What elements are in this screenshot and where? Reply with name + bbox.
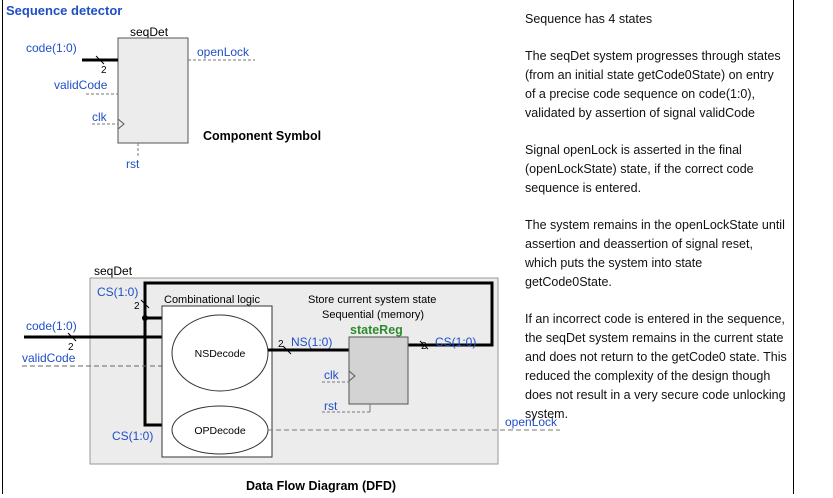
symbol-block-name: seqDet [130, 25, 169, 39]
bus-slash [419, 340, 429, 350]
page-title: Sequence detector [6, 3, 123, 18]
dfd-block [89, 277, 499, 465]
symbol-code-width: 2 [101, 65, 107, 76]
state-reg-label: stateReg [350, 323, 403, 337]
symbol-caption: Component Symbol [203, 129, 321, 143]
state-register [348, 336, 409, 405]
dfd-code-label: code(1:0) [26, 319, 77, 333]
reg-clock-triangle [348, 370, 356, 382]
seq-label-line2: Sequential (memory) [322, 309, 424, 321]
ns-label: NS(1:0) [291, 335, 332, 349]
page-frame [2, 0, 794, 494]
dfd-openlock-label: openLock [505, 415, 558, 429]
dfd-block-name: seqDet [94, 264, 133, 278]
opdecode-label: OPDecode [194, 425, 246, 437]
reg-clk-label: clk [324, 368, 340, 382]
bus-slash [67, 332, 77, 342]
nsdecode-label: NSDecode [195, 348, 246, 360]
seq-label-line1: Store current system state [308, 294, 436, 306]
comb-logic-label: Combinational logic [164, 294, 260, 306]
ns-bus-width: 2 [278, 339, 284, 350]
desc-paragraph: Sequence has 4 states [525, 12, 653, 26]
cs-out-width: 2 [421, 341, 427, 352]
component-symbol: seqDet code(1:0) 2 validCode clk rst ope… [26, 25, 321, 171]
data-flow-diagram: seqDet CS(1:0) 2 code(1:0) 2 validCode C… [22, 264, 560, 493]
desc-paragraph: The system remains in the openLockState … [525, 218, 785, 289]
bus-slash [282, 345, 292, 355]
symbol-block [117, 37, 189, 144]
symbol-valid-label: validCode [54, 78, 108, 92]
dfd-cs-top-width: 2 [134, 301, 140, 312]
dfd-cs-top-label: CS(1:0) [97, 285, 138, 299]
dfd-valid-label: validCode [22, 351, 76, 365]
symbol-clk-label: clk [92, 110, 108, 124]
description-panel: Sequence has 4 states The seqDet system … [525, 10, 787, 442]
dfd-code-width: 2 [68, 342, 74, 353]
desc-paragraph: The seqDet system progresses through sta… [525, 49, 781, 120]
reg-rst-label: rst [324, 399, 338, 413]
nsdecode-bubble [171, 314, 269, 392]
symbol-clock-triangle [117, 118, 125, 130]
bus-junction [142, 315, 148, 321]
symbol-code-label: code(1:0) [26, 41, 77, 55]
desc-paragraph: If an incorrect code is entered in the s… [525, 312, 787, 421]
desc-paragraph: Signal openLock is asserted in the final… [525, 143, 754, 195]
cs-feedback-bus [143, 281, 494, 427]
dfd-caption: Data Flow Diagram (DFD) [246, 479, 396, 493]
symbol-openlock-label: openLock [197, 45, 250, 59]
cs-out-label: CS(1:0) [435, 335, 476, 349]
bus-slash [140, 299, 150, 309]
bus-slash [95, 55, 105, 65]
dfd-cs-bottom-label: CS(1:0) [112, 429, 153, 443]
symbol-rst-label: rst [126, 157, 140, 171]
